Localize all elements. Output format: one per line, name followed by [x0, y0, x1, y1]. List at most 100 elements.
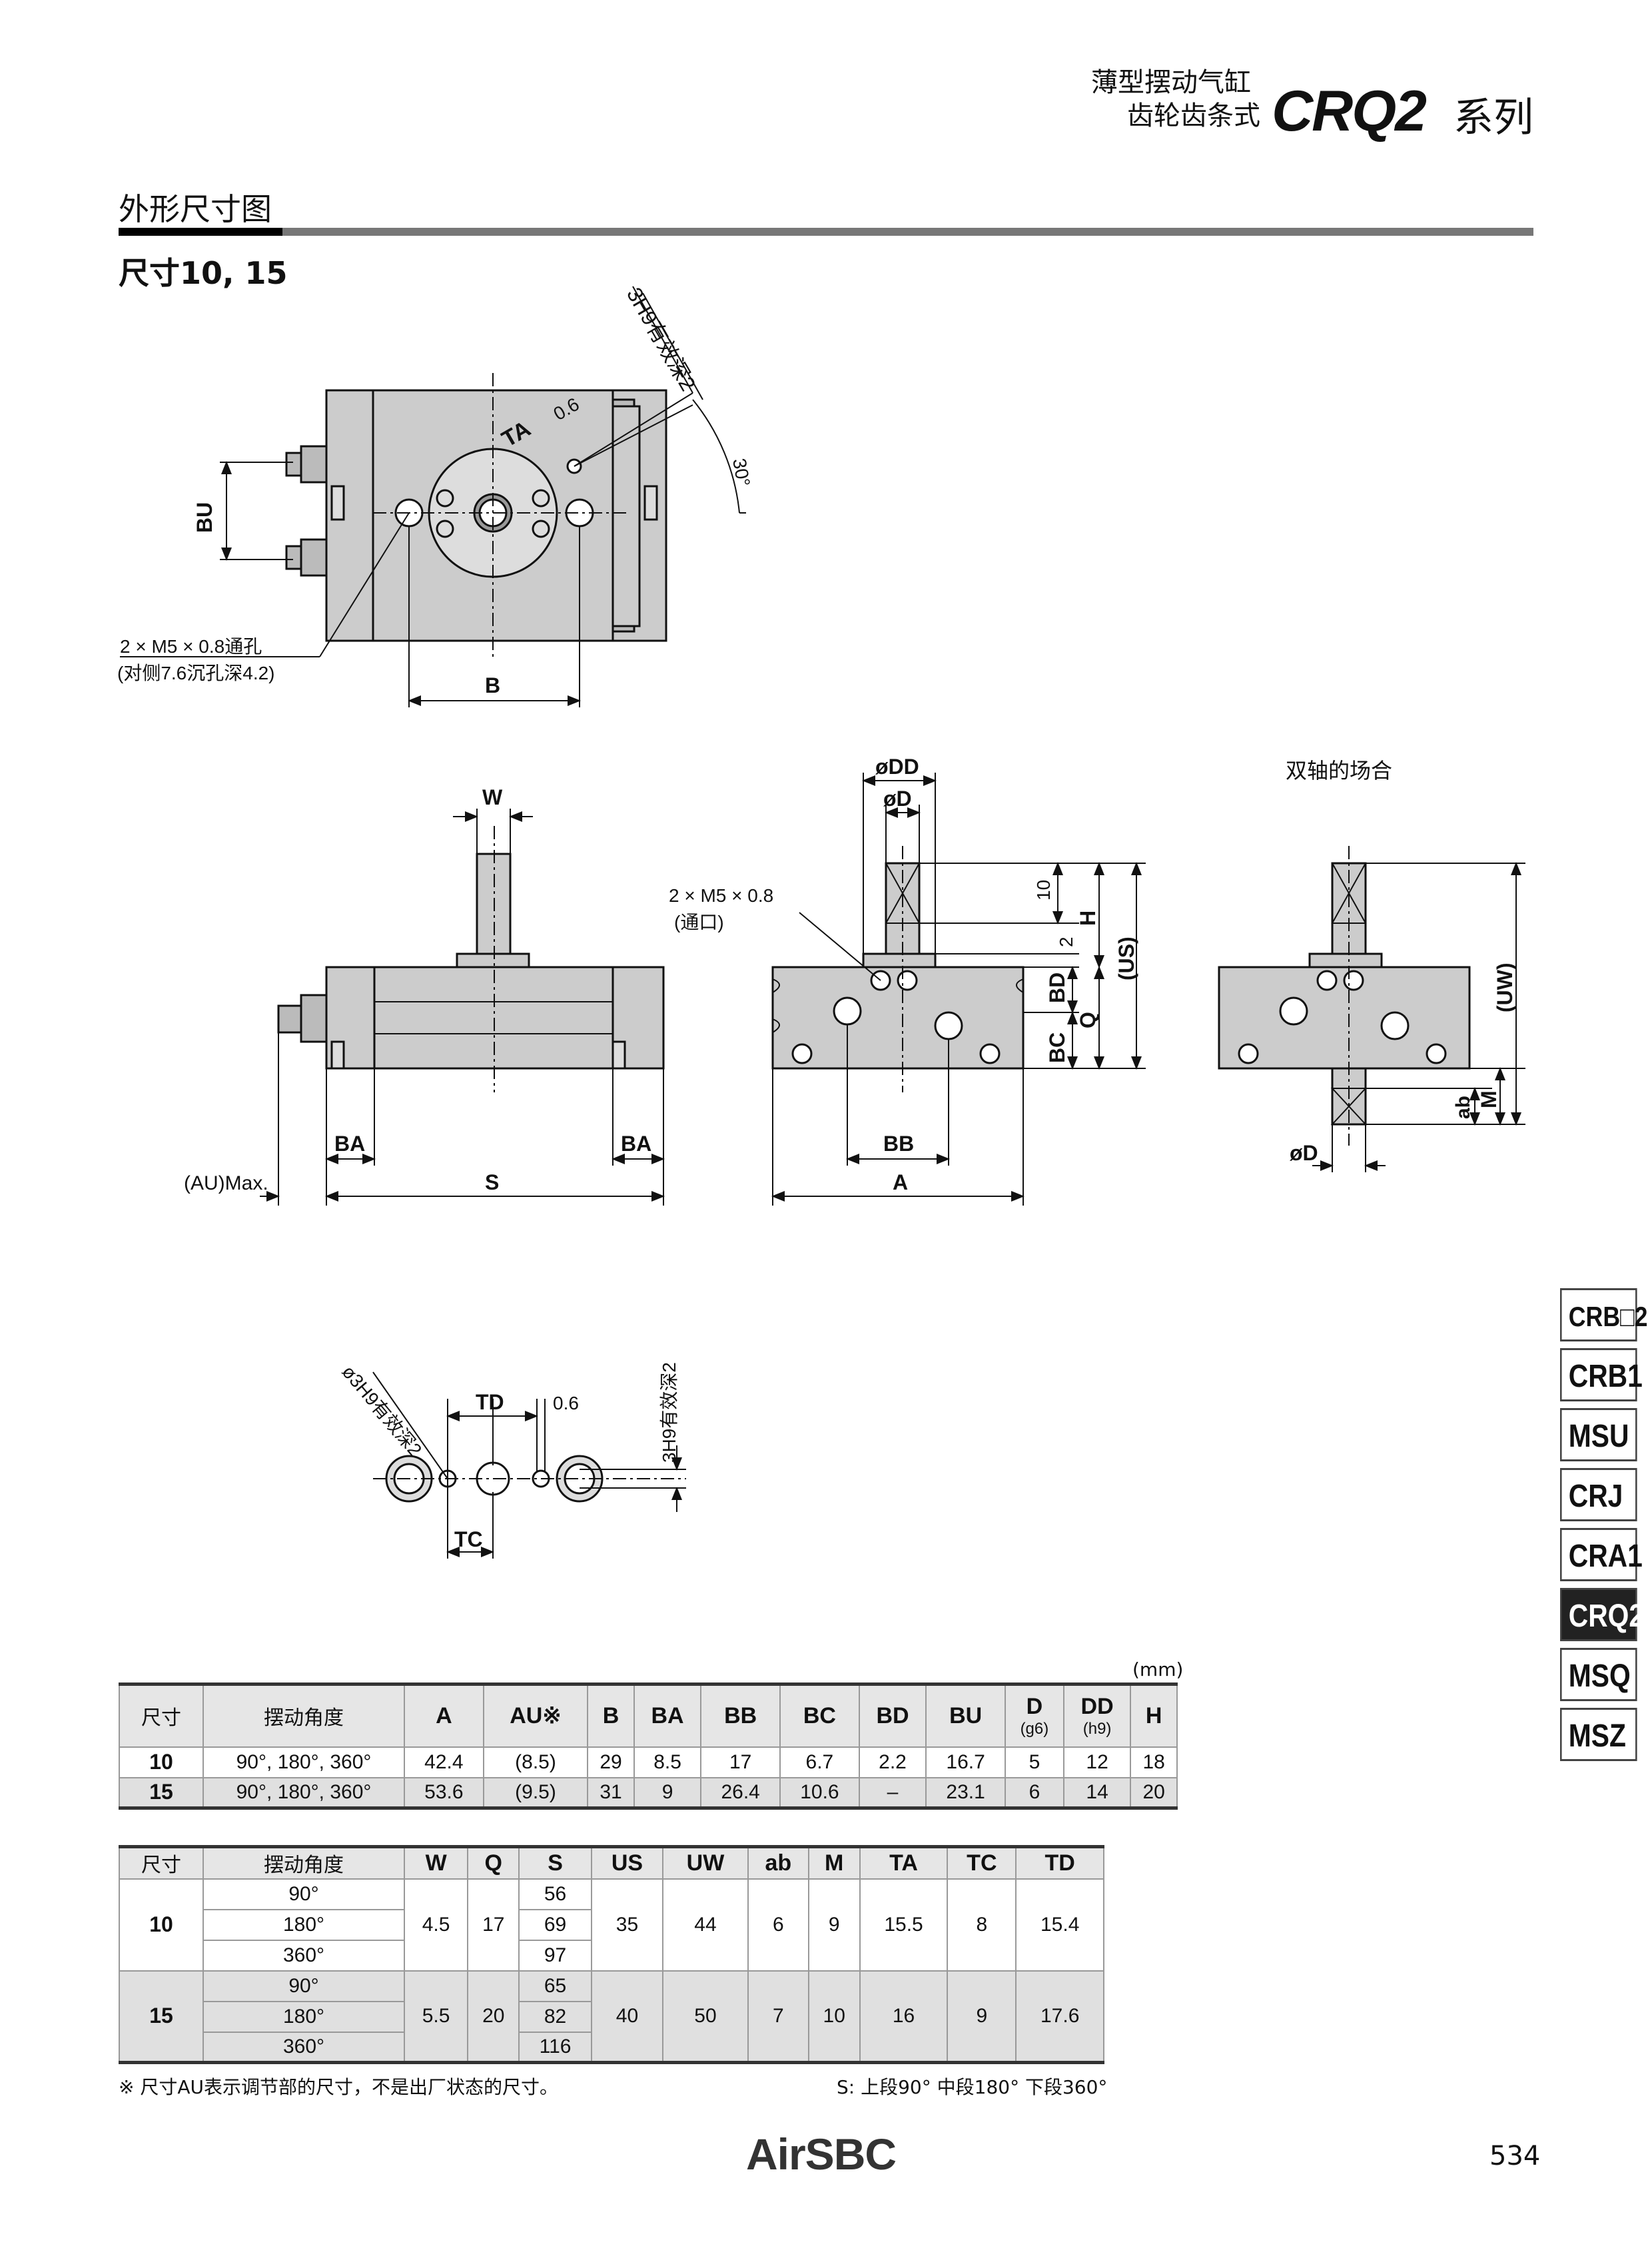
au-note: ※ 尺寸AU表示调节部的尺寸，不是出厂状态的尺寸。: [119, 2076, 559, 2098]
label-uw: (UW): [1493, 962, 1517, 1012]
label-bc: BC: [1045, 1032, 1069, 1063]
table-cell: –: [858, 1776, 927, 1810]
table-cell: 10: [119, 1878, 204, 1972]
label-detail-gap: 0.6: [553, 1393, 579, 1413]
table-cell: 6: [747, 1878, 809, 1972]
label-hole-note-2: (对侧7.6沉孔深4.2): [117, 663, 275, 683]
t2-header: 摆动角度: [203, 1845, 405, 1880]
table-cell: 42.4: [404, 1746, 484, 1778]
table-cell: 23.1: [925, 1776, 1006, 1810]
table-cell: 14: [1062, 1776, 1132, 1810]
table-cell: 5: [1004, 1746, 1064, 1778]
table-cell: 6: [1004, 1776, 1064, 1810]
t1-header: DD(h9): [1062, 1682, 1132, 1748]
table-cell: 9: [947, 1970, 1017, 2064]
table-row: 180° 69: [119, 1908, 1104, 1941]
table-cell: 7: [747, 1970, 809, 2064]
side-tab-crb1[interactable]: CRB1: [1560, 1348, 1643, 1401]
label-hole-note-1: 2 × M5 × 0.8通孔: [120, 636, 262, 657]
side-tab-cra1[interactable]: CRA1: [1560, 1528, 1643, 1581]
table-cell: 97: [518, 1939, 592, 1972]
table-cell: (8.5): [482, 1746, 589, 1778]
label-angle: 30°: [729, 457, 754, 488]
table-row: 10 90° 4.5 17 56 35 44 6 9 15.5 8 15.4: [119, 1878, 1104, 1972]
top-view: [120, 286, 746, 707]
header-subtitle-1: 薄型摆动气缸: [1091, 67, 1251, 98]
table-cell: 90°: [203, 1878, 405, 1910]
t2-header: M: [807, 1845, 861, 1880]
label-two: 2: [1056, 936, 1076, 947]
table-cell: 10: [119, 1746, 204, 1778]
label-tc: TC: [454, 1527, 483, 1551]
side-tab-msq[interactable]: MSQ: [1560, 1648, 1637, 1701]
table-cell: 90°: [203, 1970, 405, 2002]
table-cell: 17: [467, 1878, 520, 1972]
double-shaft-view: [1218, 846, 1525, 1172]
table-cell: 9: [633, 1776, 702, 1810]
table-row: 360° 97: [119, 1939, 1104, 1972]
t2-header: UW: [662, 1845, 749, 1880]
label-bu: BU: [193, 502, 216, 533]
side-tab-crq2[interactable]: CRQ2: [1560, 1588, 1644, 1641]
label-us: (US): [1114, 936, 1138, 980]
table-cell: 8: [947, 1878, 1017, 1972]
table-cell: 4.5: [403, 1878, 469, 1972]
t2-header: TA: [859, 1845, 949, 1880]
table-cell: 44: [662, 1878, 749, 1972]
size-title: 尺寸10, 15: [119, 255, 288, 291]
t1-header: BC: [779, 1682, 860, 1748]
table-cell: 180°: [203, 1908, 405, 1941]
t1-header: A: [404, 1682, 484, 1748]
label-h: H: [1076, 911, 1100, 926]
t1-header: BD: [858, 1682, 927, 1748]
table-cell: 8.5: [633, 1746, 702, 1778]
t2-header: W: [403, 1845, 469, 1880]
label-detail-tap: 3H9有效深2: [659, 1362, 679, 1463]
table-cell: (9.5): [482, 1776, 589, 1810]
table-cell: 17: [700, 1746, 781, 1778]
label-dd: øDD: [875, 755, 919, 779]
table-cell: 20: [1130, 1776, 1178, 1810]
side-tab-msz[interactable]: MSZ: [1560, 1708, 1637, 1761]
table-cell: 82: [518, 2000, 592, 2033]
table-cell: 17.6: [1015, 1970, 1104, 2064]
table-row: 180° 82: [119, 2000, 1104, 2033]
header-series: 系列: [1453, 95, 1533, 141]
label-port-note-2: (通口): [674, 912, 724, 933]
table-cell: 20: [467, 1970, 520, 2064]
t1-header: B: [587, 1682, 635, 1748]
label-td: TD: [476, 1390, 504, 1414]
section-divider: [119, 228, 1533, 236]
table-cell: 35: [590, 1878, 664, 1972]
table-cell: 10.6: [779, 1776, 860, 1810]
table-cell: 16.7: [925, 1746, 1006, 1778]
t2-header: US: [590, 1845, 664, 1880]
table-cell: 16: [859, 1970, 949, 2064]
label-a: A: [893, 1170, 908, 1194]
label-detail-hole: ø3H9有效深2: [338, 1361, 426, 1461]
label-port-note-1: 2 × M5 × 0.8: [669, 885, 773, 906]
side-tab-crb2[interactable]: CRB□2: [1560, 1288, 1648, 1341]
table-cell: 26.4: [700, 1776, 781, 1810]
table-cell: 360°: [203, 2031, 405, 2064]
s-note: S: 上段90° 中段180° 下段360°: [837, 2076, 1108, 2098]
label-s: S: [485, 1170, 499, 1194]
table-cell: 29: [587, 1746, 635, 1778]
header-model: CRQ2: [1272, 79, 1427, 143]
t1-header: BU: [925, 1682, 1006, 1748]
label-m: M: [1477, 1090, 1501, 1108]
header-subtitle-2: 齿轮齿条式: [1127, 101, 1260, 131]
label-bd: BD: [1045, 972, 1069, 1003]
table-cell: 360°: [203, 1939, 405, 1972]
t2-header: TC: [947, 1845, 1017, 1880]
side-tab-crj[interactable]: CRJ: [1560, 1468, 1637, 1521]
table-row: 15 90° 5.5 20 65 40 50 7 10 16 9 17.6: [119, 1970, 1104, 2064]
brand-logo: AirSBC: [746, 2129, 897, 2179]
side-tab-msu[interactable]: MSU: [1560, 1408, 1637, 1461]
t1-header: 尺寸: [119, 1682, 204, 1748]
label-double-shaft: 双轴的场合: [1286, 759, 1392, 783]
end-view: [771, 773, 1146, 1206]
table-row: 15 90°, 180°, 360° 53.6 (9.5) 31 9 26.4 …: [119, 1776, 1178, 1810]
label-w: W: [482, 785, 503, 809]
label-bb: BB: [883, 1132, 914, 1156]
